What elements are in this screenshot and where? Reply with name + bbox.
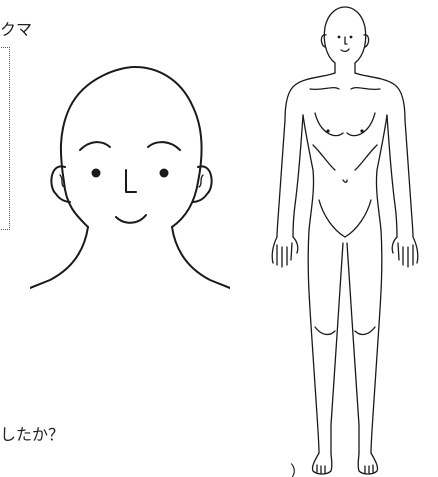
dotted-input-box[interactable] [0, 47, 10, 230]
mouth [116, 215, 146, 223]
right-neck-shoulder [172, 227, 230, 290]
left-eyebrow [80, 142, 110, 150]
body-diagram-illustration[interactable] [265, 5, 425, 475]
body-left-arm-outer [277, 120, 285, 237]
body-left-eye [338, 36, 341, 39]
body-left-knee [315, 327, 335, 334]
body-right-nipple [360, 129, 363, 132]
body-right-foot [358, 453, 377, 474]
body-mouth [341, 49, 349, 51]
body-right-knee [355, 327, 375, 334]
body-nose [345, 37, 347, 44]
question-text-fragment: したか？ [0, 425, 64, 445]
nose [126, 170, 136, 192]
right-eye [160, 169, 169, 178]
body-right-arm-outer [405, 120, 413, 237]
body-left-foot [312, 453, 331, 474]
body-rib-right [355, 145, 377, 170]
body-right-leg-outer [371, 230, 382, 453]
top-text-fragment: クマ [0, 20, 32, 40]
left-neck-shoulder [30, 227, 88, 290]
body-torso-right [376, 115, 387, 230]
left-eye [92, 169, 101, 178]
body-left-hand [272, 237, 298, 267]
body-torso-left [303, 115, 314, 230]
body-left-leg-inner [331, 243, 343, 453]
closing-paren-fragment: ） [290, 462, 306, 477]
body-left-shoulder [285, 73, 335, 120]
body-left-nipple [326, 129, 329, 132]
body-right-arm-inner [387, 115, 397, 237]
right-ear [193, 166, 212, 202]
body-right-hand [392, 237, 418, 267]
body-right-shoulder [355, 73, 405, 120]
body-navel [343, 180, 347, 182]
body-pelvis-right [345, 200, 371, 237]
body-left-arm-inner [293, 115, 303, 237]
body-left-leg-outer [308, 230, 319, 453]
body-right-leg-inner [347, 243, 359, 453]
body-right-clavicle [351, 88, 380, 90]
right-eyebrow [148, 142, 180, 150]
body-head-outline [324, 7, 365, 63]
body-rib-left [313, 145, 335, 170]
head-diagram-illustration[interactable] [30, 62, 230, 302]
body-pelvis-left [319, 200, 345, 237]
body-right-eye [350, 36, 353, 39]
body-left-clavicle [310, 88, 339, 90]
